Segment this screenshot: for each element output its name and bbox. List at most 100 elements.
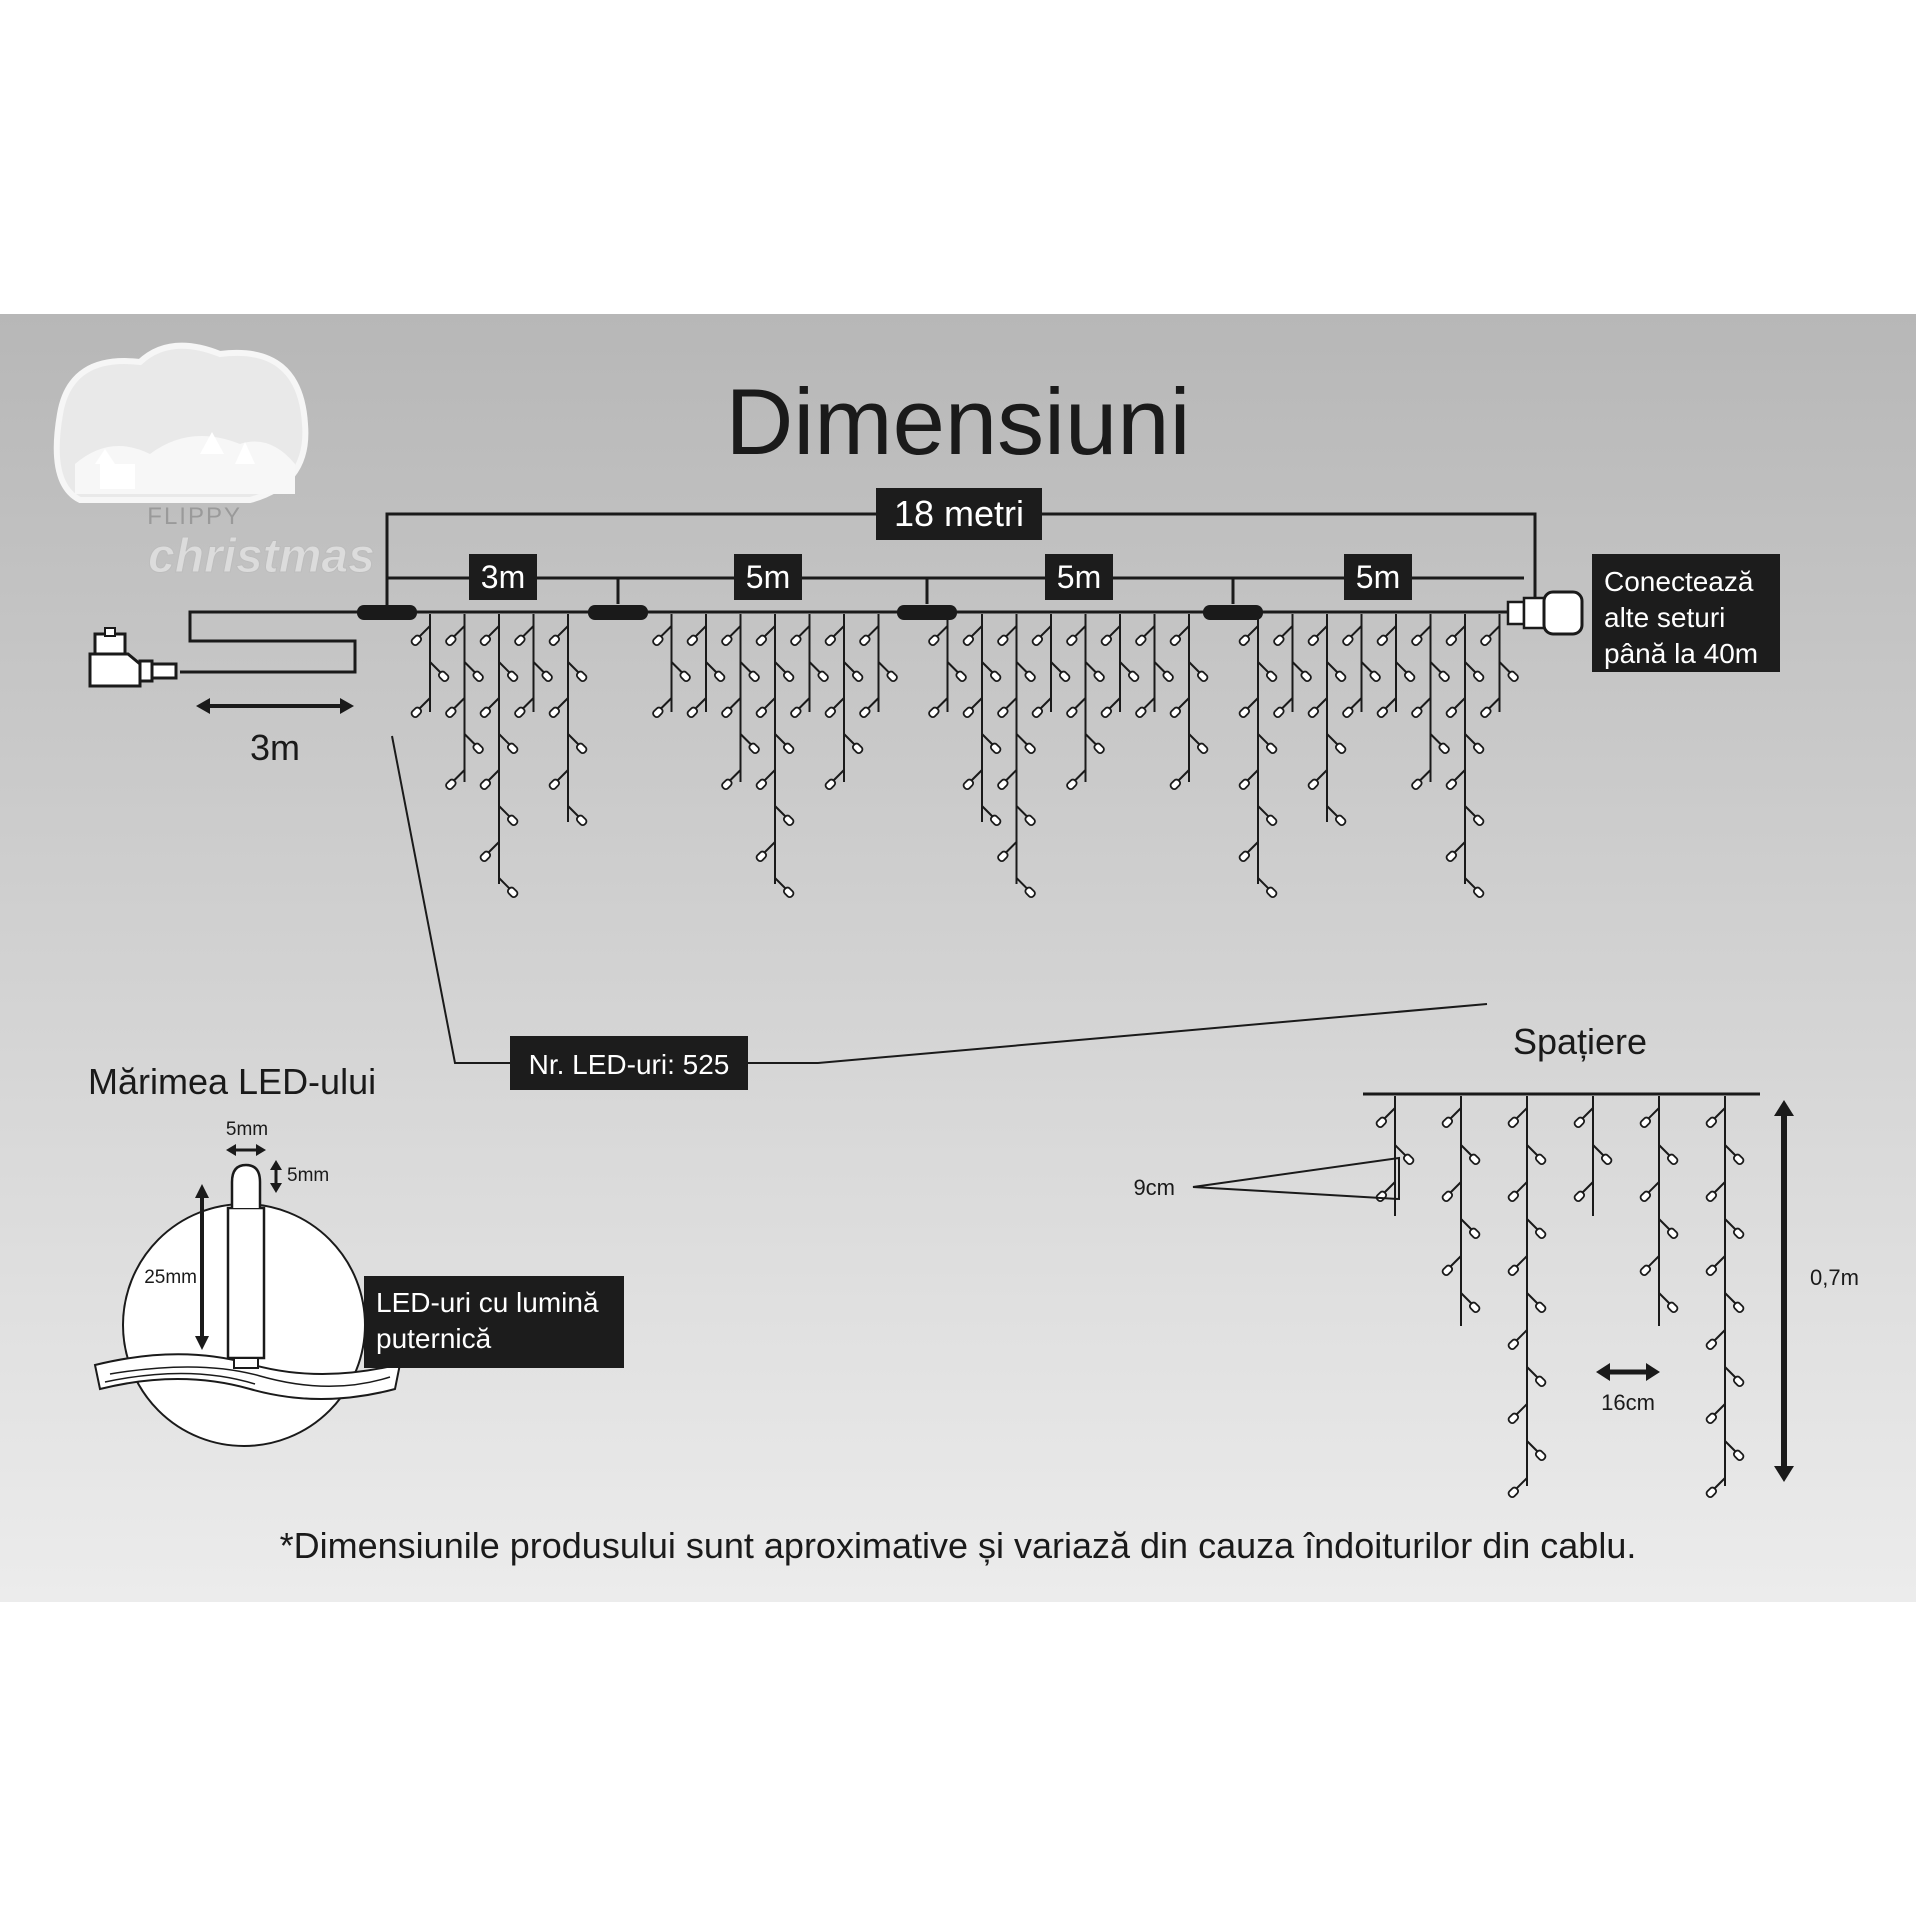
- led-bulb-icon: [498, 661, 519, 683]
- led-bulb-icon: [1015, 805, 1036, 827]
- led-bulb-icon: [1100, 625, 1121, 647]
- led-bulb-icon: [567, 661, 588, 683]
- cable-connectors: [357, 578, 1263, 620]
- led-bulb-icon: [721, 697, 742, 719]
- led-bulb-icon: [1592, 1144, 1613, 1166]
- led-drop: [1307, 614, 1347, 827]
- led-bulb-icon: [1169, 625, 1190, 647]
- led-bulb-icon: [1573, 1107, 1594, 1129]
- led-bulb-icon: [962, 697, 983, 719]
- led-bulb-icon: [1326, 805, 1347, 827]
- led-bulb-icon: [1273, 625, 1294, 647]
- led-bulb-icon: [686, 625, 707, 647]
- spacing-drops: [1375, 1096, 1745, 1499]
- led-count-label: Nr. LED-uri: 525: [529, 1049, 730, 1080]
- led-drop: [1238, 614, 1278, 899]
- led-bulb-icon: [1411, 697, 1432, 719]
- segment-label: 5m: [1057, 559, 1101, 595]
- led-bulb-icon: [1066, 769, 1087, 791]
- led-bulb-icon: [1639, 1181, 1660, 1203]
- led-drop: [1480, 614, 1519, 719]
- led-bulb-icon: [1238, 841, 1259, 863]
- spacing-heading: Spațiere: [1513, 1021, 1647, 1062]
- spacing-vertical-pointer: [1192, 1156, 1400, 1201]
- led-size-heading: Mărimea LED-ului: [88, 1061, 376, 1102]
- led-drop: [1445, 614, 1485, 899]
- cable-connector-icon: [1203, 578, 1263, 620]
- led-bulb-icon: [808, 661, 829, 683]
- led-cap-label: 5mm: [287, 1165, 329, 1186]
- led-bulb-icon: [567, 733, 588, 755]
- led-drop: [1411, 614, 1450, 791]
- cable-connector-icon: [357, 578, 417, 620]
- led-bulb-icon: [1507, 1403, 1528, 1425]
- led-bulb-icon: [1480, 625, 1501, 647]
- led-bulb-icon: [981, 805, 1002, 827]
- cable-twist: [93, 1353, 402, 1400]
- power-plug-icon: [88, 627, 178, 688]
- led-drop: [928, 614, 967, 719]
- led-bulb-icon: [755, 697, 776, 719]
- led-bulb-icon: [1526, 1218, 1547, 1240]
- led-bulb-icon: [774, 733, 795, 755]
- led-bulb-icon: [1445, 841, 1466, 863]
- led-bulb-icon: [1445, 625, 1466, 647]
- led-bulb-icon: [1031, 625, 1052, 647]
- led-bulb-icon: [774, 805, 795, 827]
- led-bulb-icon: [1100, 697, 1121, 719]
- led-count-pointer-left: [391, 735, 510, 1064]
- led-drop: [1573, 1096, 1613, 1216]
- led-count-box: [510, 1036, 748, 1090]
- led-bulb-icon: [1066, 697, 1087, 719]
- led-bulb-icon: [532, 661, 553, 683]
- led-bulb-icon: [548, 625, 569, 647]
- page-title: Dimensiuni: [726, 369, 1191, 474]
- led-bulb-icon: [721, 769, 742, 791]
- led-bulb-icon: [1015, 661, 1036, 683]
- led-bulb-icon: [410, 697, 431, 719]
- led-bulb-icon: [755, 841, 776, 863]
- segment-label: 3m: [481, 559, 525, 595]
- led-note-line-2: puternică: [376, 1323, 492, 1354]
- segment-label-box: [734, 554, 802, 600]
- led-bulb-icon: [1658, 1144, 1679, 1166]
- led-bulb-icon: [1441, 1255, 1462, 1277]
- led-bulb-icon: [498, 733, 519, 755]
- led-bulb-icon: [1658, 1292, 1679, 1314]
- led-bulb-icon: [1724, 1440, 1745, 1462]
- led-bulb-icon: [1464, 733, 1485, 755]
- led-bulb-icon: [1188, 661, 1209, 683]
- led-bulb-icon: [755, 769, 776, 791]
- led-drop: [445, 614, 484, 791]
- led-drop: [1273, 614, 1312, 719]
- led-bulb-icon: [877, 661, 898, 683]
- led-drop: [1342, 614, 1381, 719]
- led-drops: [410, 614, 1519, 899]
- end-connector-icon: [1506, 590, 1584, 636]
- connect-note-line-1: Conectează: [1604, 566, 1754, 597]
- logo-tagline: christmas: [148, 530, 375, 583]
- led-bulb-icon: [739, 733, 760, 755]
- led-bulb-icon: [843, 661, 864, 683]
- led-bulb-icon: [997, 841, 1018, 863]
- led-bulb-icon: [1238, 625, 1259, 647]
- led-bulb-icon: [705, 661, 726, 683]
- led-bulb-icon: [1291, 661, 1312, 683]
- led-bulb-icon: [652, 697, 673, 719]
- led-bulb-icon: [1376, 625, 1397, 647]
- led-bulb-icon: [1015, 733, 1036, 755]
- led-bulb-icon: [843, 733, 864, 755]
- led-bulb-icon: [1705, 1181, 1726, 1203]
- led-bulb-icon: [1441, 1107, 1462, 1129]
- led-drop: [652, 614, 691, 719]
- led-bulb-icon: [1507, 1107, 1528, 1129]
- led-bulb-icon: [1238, 697, 1259, 719]
- led-bulb-icon: [1342, 625, 1363, 647]
- led-bulb-icon: [463, 733, 484, 755]
- logo-brand: FLIPPY: [147, 503, 242, 530]
- led-bulb-icon: [548, 697, 569, 719]
- led-bulb-icon: [1705, 1477, 1726, 1499]
- led-bulb-icon: [1257, 661, 1278, 683]
- led-bulb-icon: [774, 661, 795, 683]
- led-bulb-icon: [739, 661, 760, 683]
